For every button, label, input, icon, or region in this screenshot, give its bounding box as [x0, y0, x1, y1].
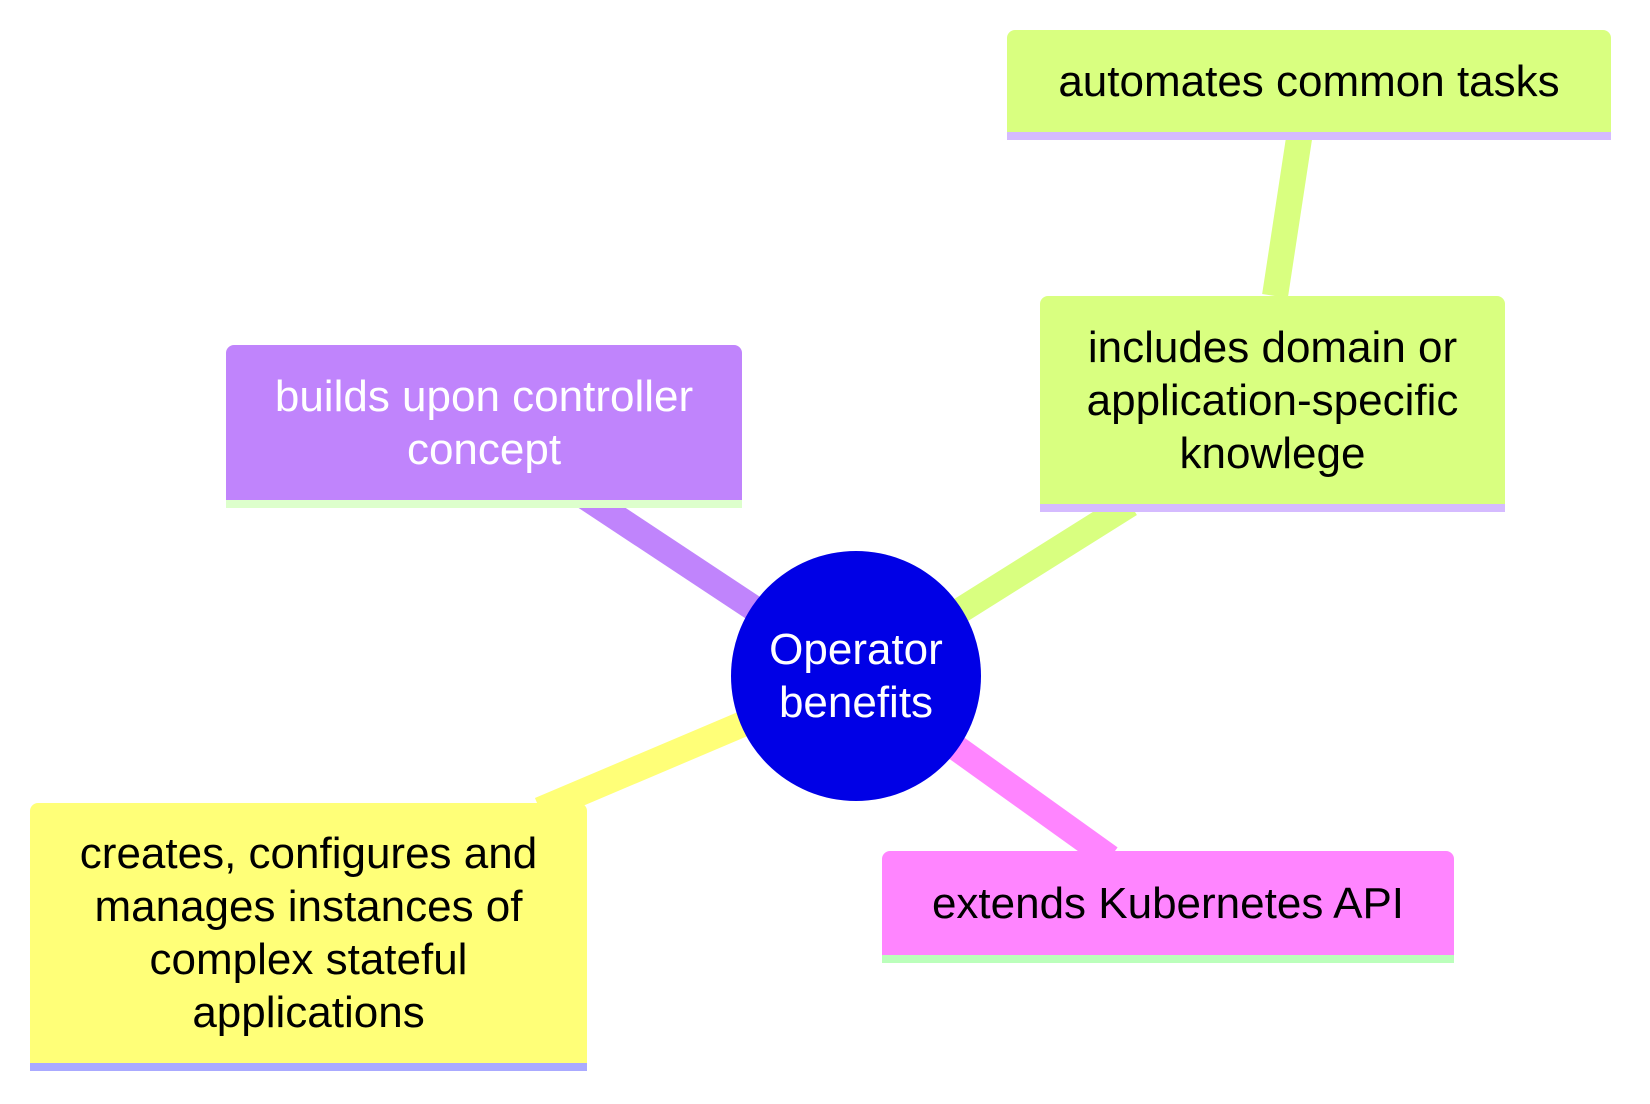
node-label: includes domain or application-specific … — [1086, 322, 1459, 478]
node-builds-upon-controller[interactable]: builds upon controller concept — [226, 345, 742, 508]
root-label: Operator benefits — [769, 625, 943, 727]
node-underline — [1040, 504, 1505, 512]
node-label: extends Kubernetes API — [931, 878, 1405, 928]
node-underline — [226, 500, 742, 508]
node-creates-configures-manages[interactable]: creates, configures and manages instance… — [30, 803, 587, 1071]
root-node-operator-benefits[interactable]: Operator benefits — [731, 551, 981, 801]
node-underline — [882, 955, 1454, 963]
node-underline — [30, 1063, 587, 1071]
node-automates-common-tasks[interactable]: automates common tasks — [1007, 30, 1611, 140]
node-underline — [1007, 132, 1611, 140]
node-label: builds upon controller concept — [274, 371, 694, 474]
edge-automates — [1262, 130, 1313, 298]
node-label: automates common tasks — [1058, 56, 1560, 106]
node-includes-domain-knowledge[interactable]: includes domain or application-specific … — [1040, 296, 1505, 512]
node-label: creates, configures and manages instance… — [79, 829, 538, 1037]
node-extends-kubernetes-api[interactable]: extends Kubernetes API — [882, 851, 1454, 963]
